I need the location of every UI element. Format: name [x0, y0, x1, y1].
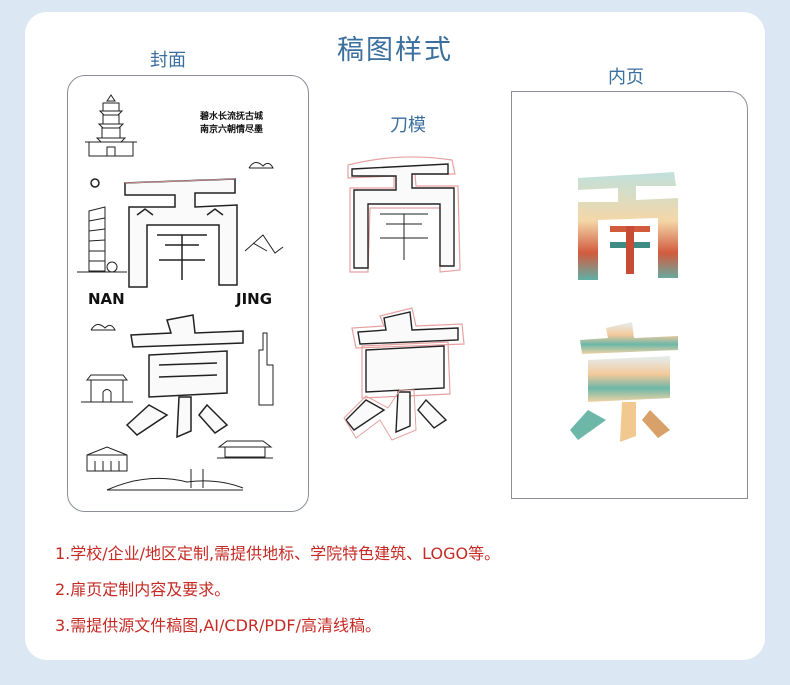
- note-item-3: 3.需提供源文件稿图,AI/CDR/PDF/高清线稿。: [55, 616, 381, 635]
- inner-label: 内页: [608, 67, 644, 88]
- tower-icon: [77, 206, 127, 273]
- character-jing-art: [125, 314, 244, 439]
- city-gate-icon: [81, 374, 133, 403]
- die-label: 刀模: [390, 115, 426, 136]
- inner-page-illustration: [570, 172, 678, 442]
- page-title: 稿图样式: [337, 35, 453, 66]
- cloud-icon: [90, 324, 116, 331]
- inner-nan-art: [578, 172, 678, 280]
- cloud-icon: [248, 162, 274, 169]
- notes-list: 1.学校/企业/地区定制,需提供地标、学院特色建筑、LOGO等。 2.扉页定制内…: [55, 536, 500, 644]
- sun-icon: [90, 178, 100, 188]
- die-cut-illustration: [343, 156, 465, 441]
- cover-word-nan: NAN: [88, 290, 125, 308]
- cover-label: 封面: [150, 50, 186, 71]
- cover-poem-line1: 碧水长流抚古城: [200, 112, 264, 122]
- note-item-1: 1.学校/企业/地区定制,需提供地标、学院特色建筑、LOGO等。: [55, 544, 501, 563]
- cover-illustration: [77, 94, 284, 491]
- skyscraper-icon: [258, 332, 274, 406]
- wall-building-icon: [86, 446, 128, 472]
- bridge-icon: [106, 469, 244, 491]
- inner-jing-art: [570, 322, 678, 442]
- character-nan-art: [124, 178, 238, 288]
- cover-poem-line2: 南京六朝情尽墨: [200, 125, 264, 135]
- die-jing-art: [343, 307, 465, 441]
- die-nan-art: [347, 156, 461, 273]
- pagoda-icon: [85, 94, 137, 157]
- palace-icon: [217, 440, 273, 459]
- wing-structure-icon: [244, 234, 284, 254]
- note-item-2: 2.扉页定制内容及要求。: [55, 580, 231, 599]
- cover-word-jing: JING: [236, 290, 273, 308]
